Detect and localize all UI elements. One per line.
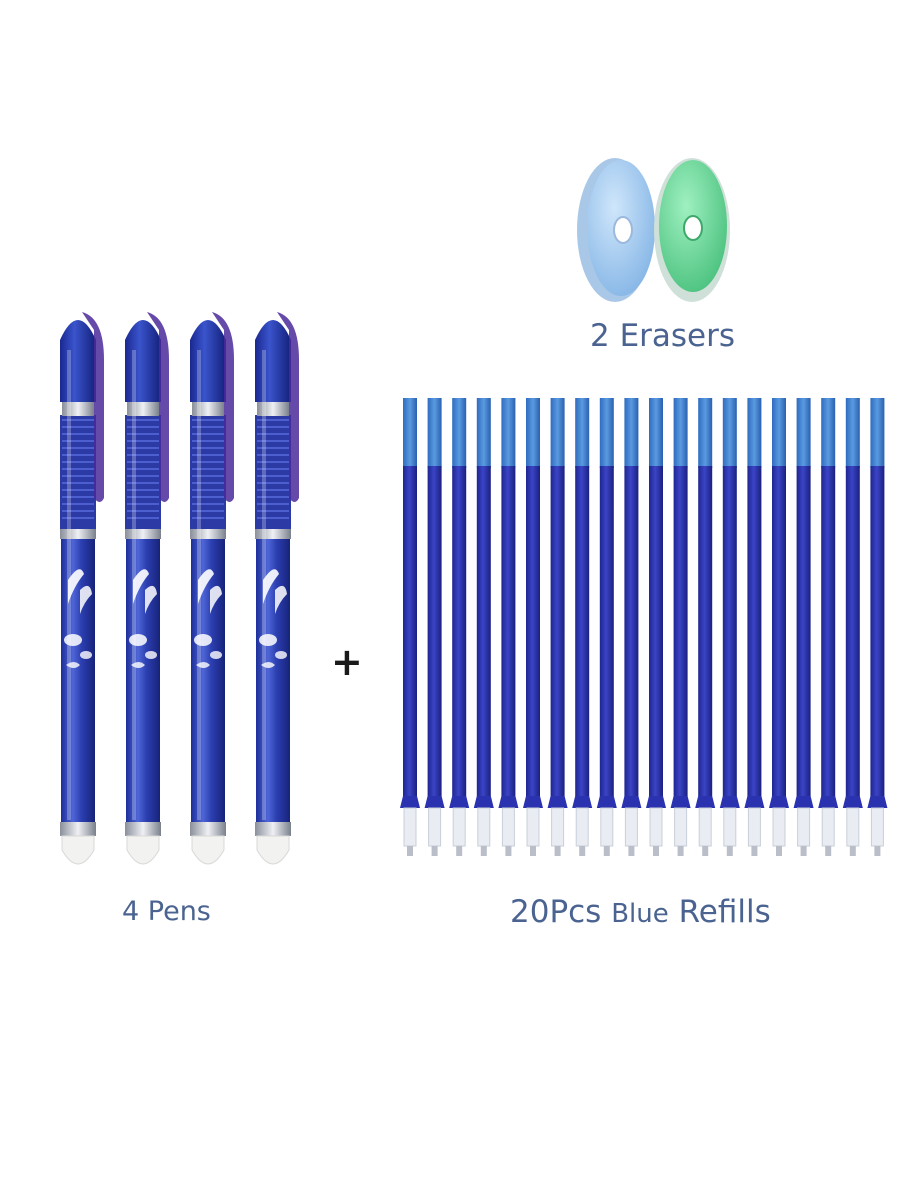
- refill: [400, 398, 420, 856]
- refill: [695, 398, 716, 856]
- pen: [255, 312, 299, 865]
- refill: [572, 398, 593, 856]
- refill: [498, 398, 519, 856]
- refills-count: 20Pcs: [510, 894, 602, 930]
- refill: [719, 398, 740, 856]
- pen: [60, 312, 104, 865]
- refills-word: Refills: [678, 894, 771, 930]
- refills-color: Blue: [611, 899, 669, 929]
- refill: [867, 398, 888, 856]
- refill: [670, 398, 691, 856]
- refill: [646, 398, 666, 856]
- refill: [744, 398, 765, 856]
- refills-caption: 20Pcs Blue Refills: [510, 894, 771, 930]
- plus-sign: +: [331, 640, 363, 684]
- refill: [473, 398, 494, 856]
- pen: [125, 312, 169, 865]
- refill: [769, 398, 789, 856]
- refill: [842, 398, 863, 856]
- refill: [596, 398, 617, 856]
- eraser-green: [654, 158, 730, 302]
- pen: [190, 312, 234, 865]
- erasers-caption: 2 Erasers: [590, 318, 736, 354]
- refill: [424, 398, 445, 856]
- refill: [523, 398, 543, 856]
- refill: [818, 398, 839, 856]
- refill: [621, 398, 642, 856]
- eraser-blue: [577, 158, 655, 302]
- refills-group: [400, 398, 888, 856]
- pens-caption: 4 Pens: [122, 896, 211, 927]
- refill: [793, 398, 814, 856]
- refill: [547, 398, 568, 856]
- refill: [449, 398, 470, 856]
- pens-group: [60, 312, 299, 865]
